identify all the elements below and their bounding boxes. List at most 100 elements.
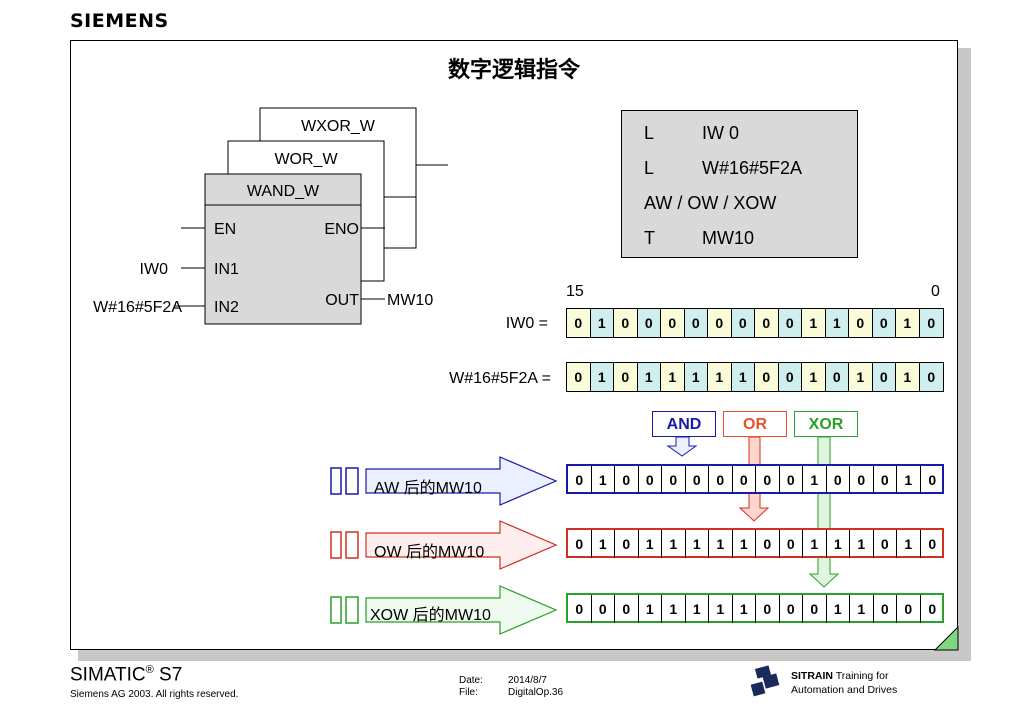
bit-cell: 0 <box>850 466 874 494</box>
bit-cell: 0 <box>780 466 803 494</box>
bit-cell: 0 <box>661 309 685 337</box>
bit-cell: 1 <box>592 530 615 558</box>
bit-cell: 1 <box>662 530 686 558</box>
op-tag-and: AND <box>652 411 716 437</box>
bit-cell: 0 <box>755 309 779 337</box>
result-label-xow: XOW 后的MW10 <box>370 607 491 624</box>
result-label-aw: AW 后的MW10 <box>374 480 482 497</box>
bit-cell: 1 <box>661 363 685 391</box>
bit-cell: 1 <box>639 595 662 623</box>
bit-cell: 1 <box>709 530 733 558</box>
bit-cell: 0 <box>874 595 897 623</box>
bit-cell: 0 <box>874 466 897 494</box>
bit-cell: 0 <box>919 309 943 337</box>
stl-operation: L <box>644 123 655 143</box>
footer-date-label: Date: <box>459 675 483 686</box>
bit-cell: 1 <box>639 530 662 558</box>
bit-cell: 0 <box>708 309 732 337</box>
bit-msb-label: 15 <box>566 283 584 300</box>
result-marker-bar <box>345 531 359 559</box>
siemens-logo: SIEMENS <box>70 10 169 32</box>
stl-operation: T <box>644 228 655 248</box>
stl-operand: MW10 <box>702 228 755 248</box>
result-marker-bar <box>345 596 359 624</box>
bit-cell: 0 <box>614 309 638 337</box>
bit-cell: 0 <box>872 363 896 391</box>
stl-line: AW / OW / XOW <box>644 189 857 224</box>
bit-cell: 0 <box>733 466 756 494</box>
bit-cell: 1 <box>686 530 709 558</box>
xor-down-arrow <box>808 436 840 588</box>
fbd-box-wand <box>204 173 362 325</box>
result-marker-bar <box>330 467 342 495</box>
result-arrow-shape <box>365 520 558 570</box>
footer-registered-mark: ® <box>145 664 154 676</box>
bit-cell: 1 <box>708 363 732 391</box>
footer-file-label: File: <box>459 687 478 698</box>
fbd-out-operand: MW10 <box>387 292 433 309</box>
op-tag-or: OR <box>723 411 787 437</box>
bit-cell: 1 <box>592 466 615 494</box>
bit-cell: 0 <box>825 363 849 391</box>
bit-cell: 0 <box>849 309 873 337</box>
bit-cell: 0 <box>567 309 591 337</box>
bit-cell: 1 <box>850 595 874 623</box>
stl-line: T MW10 <box>644 224 857 259</box>
bit-cell: 0 <box>827 466 850 494</box>
bit-cell: 0 <box>615 530 639 558</box>
fbd-label-wor: WOR_W <box>274 151 338 168</box>
footer-date-value: 2014/8/7 <box>508 675 547 686</box>
bit-cell: 1 <box>849 363 873 391</box>
bit-cell: 1 <box>590 363 614 391</box>
bit-cell: 0 <box>803 595 827 623</box>
result-marker-bar <box>330 531 342 559</box>
footer-sitrain-tag2: Automation and Drives <box>791 684 898 696</box>
footer-copyright: Siemens AG 2003. All rights reserved. <box>70 689 239 700</box>
fbd-in1-operand: IW0 <box>140 261 169 278</box>
bit-cell: 0 <box>780 530 803 558</box>
bit-lsb-label: 0 <box>931 283 940 300</box>
bit-cell: 0 <box>615 466 639 494</box>
bit-cell: 1 <box>662 595 686 623</box>
fbd-pin-in1: IN1 <box>214 261 239 278</box>
bit-cell: 0 <box>755 363 779 391</box>
bit-cell: 0 <box>614 363 638 391</box>
bit-cell: 0 <box>928 601 937 617</box>
row-label-iw0: IW0 = <box>505 315 548 332</box>
fbd-pin-eno: ENO <box>324 221 359 238</box>
fbd-pin-in2: IN2 <box>214 299 239 316</box>
bit-cell: 1 <box>684 363 708 391</box>
footer-product-name: SIMATIC <box>70 664 146 686</box>
bit-cell: 0 <box>709 466 733 494</box>
bit-cell: 0 <box>568 466 592 494</box>
fbd-pin-en: EN <box>214 221 236 238</box>
slide-title: 数字逻辑指令 <box>447 58 580 83</box>
bit-cell: 1 <box>897 530 921 558</box>
stl-operation: L <box>644 158 655 178</box>
bit-cell: 0 <box>568 530 592 558</box>
op-tag-xor: XOR <box>794 411 858 437</box>
stl-operation: AW / OW / XOW <box>644 193 777 213</box>
bit-cell: 1 <box>733 595 756 623</box>
footer-product: SIMATIC® S7 <box>70 664 182 686</box>
bit-cell: 1 <box>733 530 756 558</box>
footer-sitrain-brand: SITRAIN <box>791 670 833 682</box>
bit-cell: 1 <box>802 363 826 391</box>
bit-cell: 1 <box>686 595 709 623</box>
bit-cell: 1 <box>850 530 874 558</box>
sitrain-logo-icon <box>750 665 780 697</box>
bit-cell: 0 <box>662 466 686 494</box>
bit-cell: 1 <box>896 363 920 391</box>
bit-cell: 0 <box>756 466 780 494</box>
bit-cell: 1 <box>827 595 850 623</box>
footer-product-suffix: S7 <box>153 664 183 686</box>
bit-cell: 0 <box>731 309 755 337</box>
bit-cell: 0 <box>567 363 591 391</box>
